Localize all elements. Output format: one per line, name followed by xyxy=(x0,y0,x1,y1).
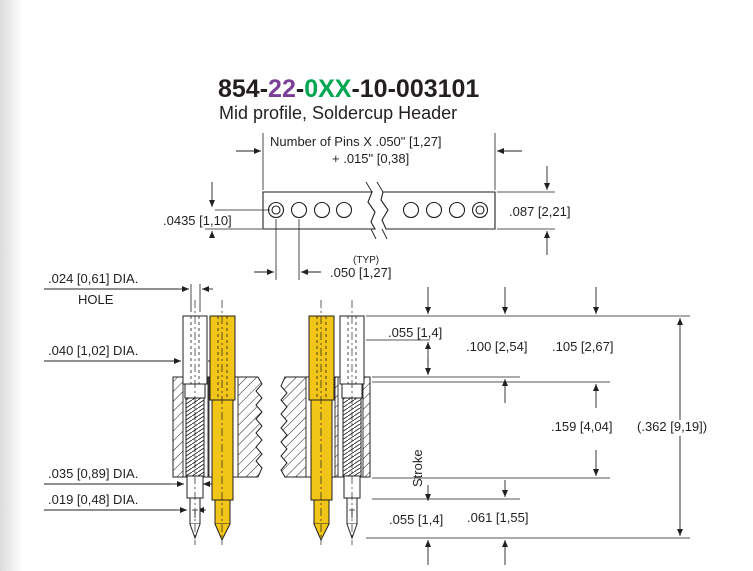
stroke-label: Stroke xyxy=(410,449,425,487)
pin-height-100-dim: .100 [2,54] xyxy=(466,339,527,354)
part-number-prefix: 854- xyxy=(218,75,268,103)
gold-pin-right-body xyxy=(310,399,333,501)
side-view-right-assembly xyxy=(280,300,371,545)
overall-length-dim: (.362 [9,19]) xyxy=(637,419,707,434)
board-thickness-dim: .159 [4,04] xyxy=(551,419,612,434)
side-view-right-dims: .055 [1,4] .100 [2,54] .105 [2,67] .159 … xyxy=(366,287,707,565)
pin-hole xyxy=(290,201,308,219)
part-number-suffix: -10-003101 xyxy=(351,75,479,103)
body-dia-dim: .040 [1,02] DIA. xyxy=(48,343,138,358)
gold-pin-left-top xyxy=(209,315,236,401)
part-number-separator: - xyxy=(296,75,304,103)
header-height-dim: .087 [2,21] xyxy=(509,204,570,219)
hole-offset-dim: .0435 [1,10] xyxy=(163,213,232,228)
pin-height-105-dim: .105 [2,67] xyxy=(552,339,613,354)
pin-hole xyxy=(402,201,420,219)
pin-dia-019-dim: .019 [0,48] DIA. xyxy=(48,492,138,507)
pitch-dim: .050 [1,27] xyxy=(330,265,391,280)
pin-hole xyxy=(448,201,466,219)
top-view: Number of Pins X .050" [1,27] + .015" [0… xyxy=(163,133,570,280)
page-edge-shadow xyxy=(0,0,22,571)
gold-pin-left-body xyxy=(211,399,234,501)
part-number-variant: 0XX xyxy=(304,75,352,103)
hole-dia-dim: .024 [0,61] DIA. xyxy=(48,271,138,286)
typ-label: (TYP) xyxy=(353,255,379,266)
side-view-left-assembly xyxy=(172,300,263,545)
side-view-left-labels: .024 [0,61] DIA. HOLE .040 [1,02] DIA. .… xyxy=(44,271,218,513)
tail-length-dim: .061 [1,55] xyxy=(467,510,528,525)
pin-hole xyxy=(425,201,443,219)
part-number-series: 22 xyxy=(268,75,296,103)
top-gap-dim: .055 [1,4] xyxy=(388,325,442,340)
pins-formula-line1: Number of Pins X .050" [1,27] xyxy=(270,134,442,149)
pin-hole xyxy=(335,201,353,219)
pins-formula-line2: + .015" [0,38] xyxy=(332,151,409,166)
part-number-title: 854-22-0XX-10-003101 xyxy=(218,75,479,103)
gold-pin-right-top xyxy=(308,315,335,401)
pin-dia-035-dim: .035 [0,89] DIA. xyxy=(48,466,138,481)
bottom-gap-dim: .055 [1,4] xyxy=(389,512,443,527)
pin-hole xyxy=(313,201,331,219)
subtitle: Mid profile, Soldercup Header xyxy=(219,103,457,123)
hole-label: HOLE xyxy=(78,292,114,307)
